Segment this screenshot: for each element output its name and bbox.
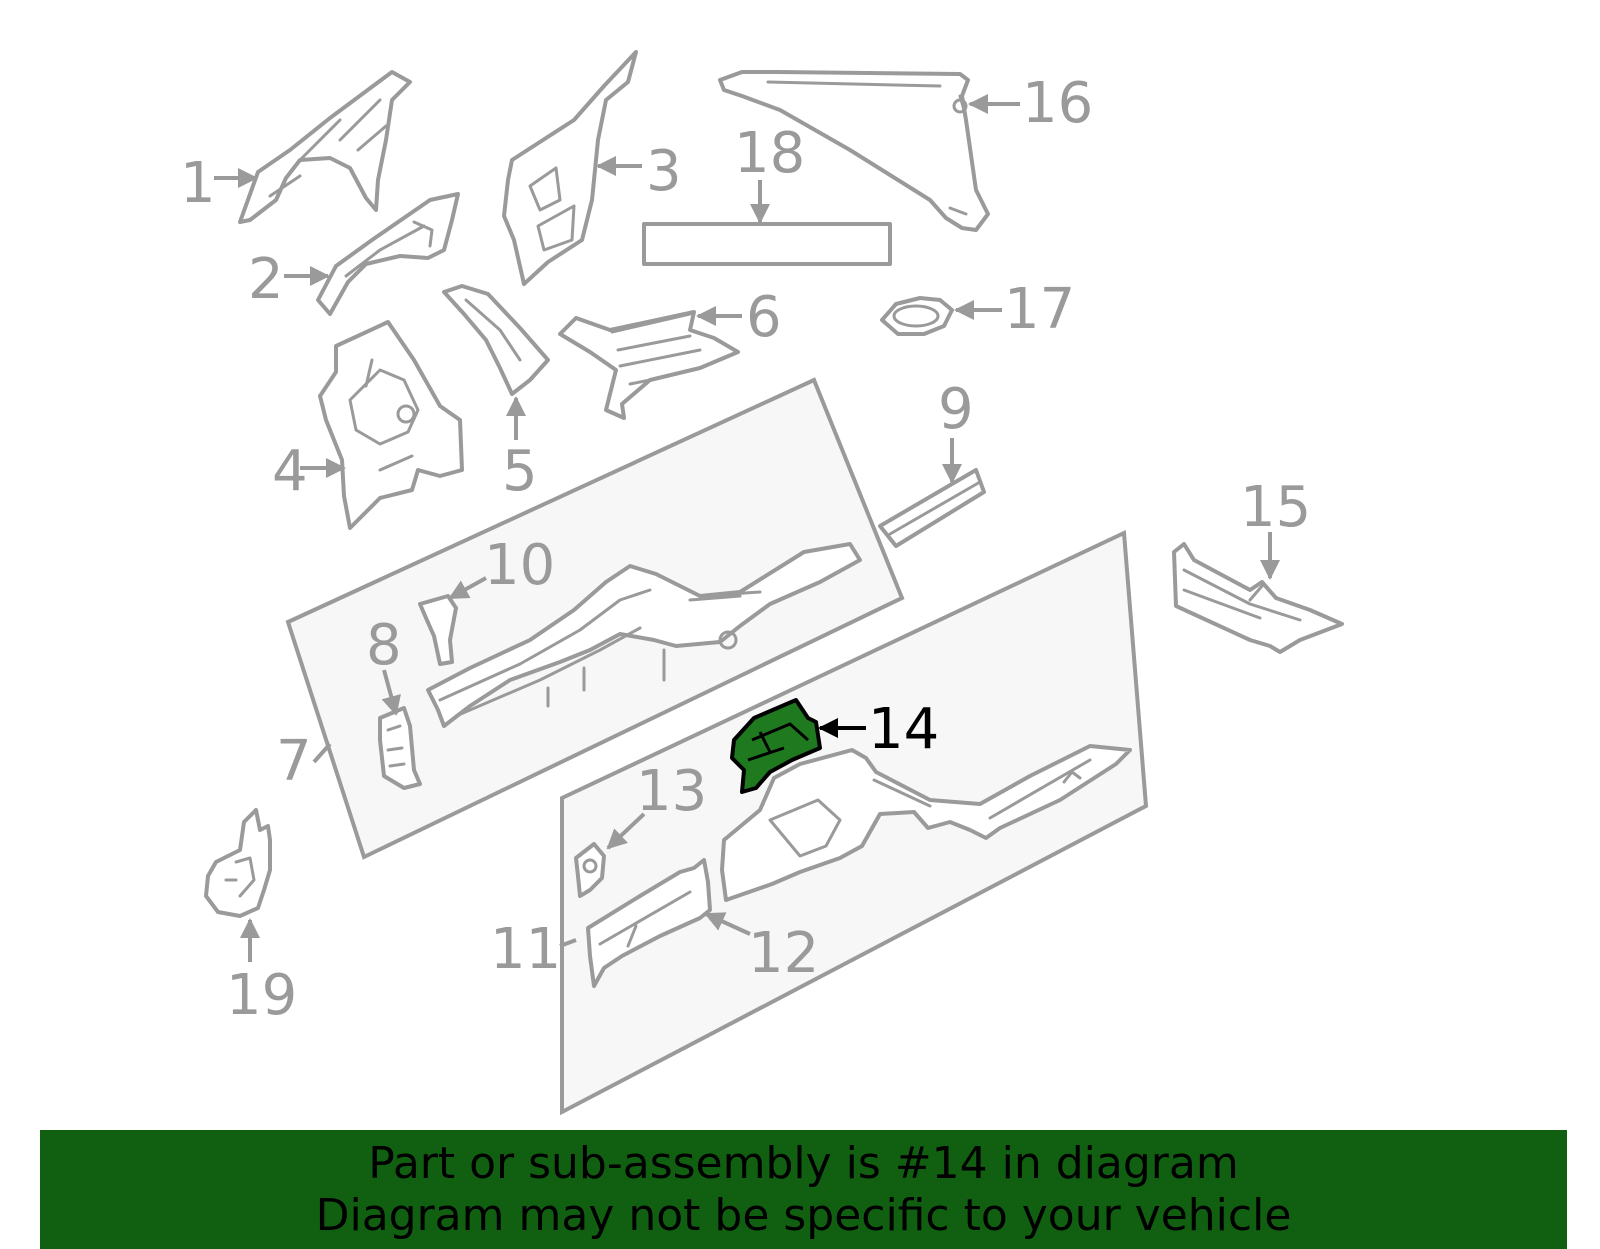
- part-19[interactable]: [204, 808, 272, 918]
- info-banner: Part or sub-assembly is #14 in diagram D…: [40, 1130, 1567, 1249]
- part-18[interactable]: [642, 222, 892, 266]
- callout-2: 2: [248, 247, 284, 312]
- callout-13: 13: [636, 759, 707, 824]
- callout-10: 10: [484, 533, 555, 598]
- part-4[interactable]: [318, 320, 464, 530]
- leader-11: [559, 938, 577, 948]
- callout-1: 1: [180, 151, 216, 216]
- callout-8: 8: [366, 613, 402, 678]
- callout-19: 19: [226, 963, 297, 1028]
- callout-9: 9: [938, 377, 974, 442]
- callout-6: 6: [746, 285, 782, 350]
- callout-17: 17: [1004, 277, 1075, 342]
- callout-3: 3: [646, 139, 682, 204]
- part-13[interactable]: [574, 842, 606, 898]
- part-7-main-rail[interactable]: [426, 542, 862, 728]
- callout-18: 18: [734, 121, 805, 186]
- banner-line-1: Part or sub-assembly is #14 in diagram: [368, 1137, 1239, 1189]
- leader-10: [448, 576, 487, 600]
- callout-15: 15: [1240, 475, 1311, 540]
- part-9[interactable]: [878, 468, 986, 548]
- part-11-rear-rail[interactable]: [720, 744, 1132, 902]
- callout-4: 4: [272, 439, 308, 504]
- part-2[interactable]: [316, 192, 460, 316]
- part-1[interactable]: [238, 70, 412, 224]
- leader-8: [381, 669, 401, 716]
- part-16[interactable]: [718, 70, 990, 232]
- banner-line-2: Diagram may not be specific to your vehi…: [315, 1189, 1292, 1241]
- part-10[interactable]: [418, 594, 458, 666]
- part-14-highlighted[interactable]: [730, 698, 822, 794]
- callout-7: 7: [276, 729, 312, 794]
- callout-16: 16: [1022, 71, 1093, 136]
- callout-14: 14: [868, 697, 939, 762]
- leader-12: [704, 912, 751, 936]
- part-8[interactable]: [378, 706, 422, 790]
- part-5[interactable]: [442, 284, 550, 396]
- part-15[interactable]: [1172, 542, 1344, 654]
- callout-12: 12: [748, 921, 819, 986]
- part-3[interactable]: [502, 50, 638, 286]
- part-6[interactable]: [558, 310, 740, 420]
- part-17[interactable]: [880, 296, 954, 336]
- callout-5: 5: [502, 439, 538, 504]
- leader-7: [312, 742, 332, 764]
- leader-13: [606, 812, 646, 850]
- callout-11: 11: [490, 917, 561, 982]
